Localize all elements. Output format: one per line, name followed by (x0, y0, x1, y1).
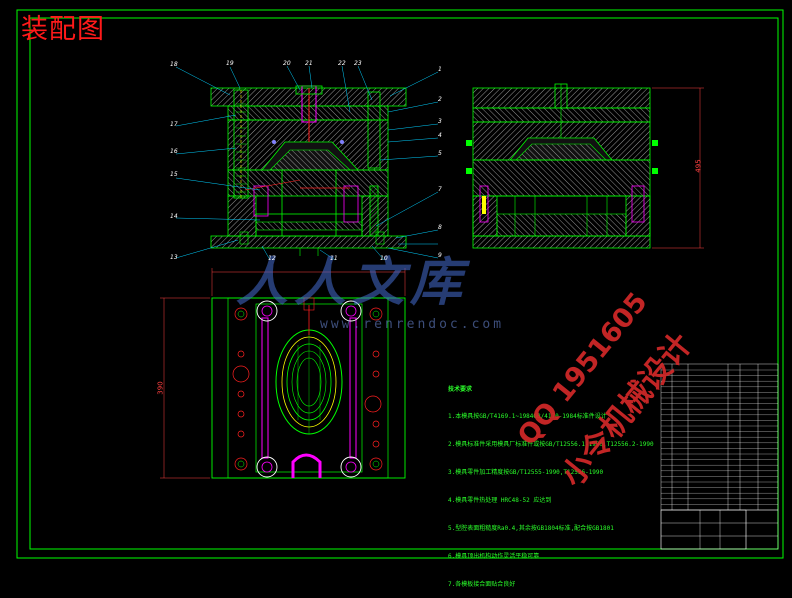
side-section-view (466, 83, 704, 249)
callout-4: 4 (438, 132, 442, 139)
front-section-view (210, 85, 407, 256)
callout-8: 8 (438, 224, 442, 231)
drawing-canvas: 装配图 人人文库 www.renrendoc.com 495 390 18 17… (16, 9, 784, 588)
parts-list (660, 363, 779, 511)
callout-17: 17 (170, 121, 178, 128)
parts-list-rows (661, 369, 778, 505)
watermark-site-logo: 人人文库 (236, 253, 469, 313)
requirement-line: 7.各模板接合面贴合良好 (448, 580, 516, 588)
callout-5: 5 (438, 150, 442, 157)
inner-frame (29, 17, 779, 550)
callout-16: 16 (170, 148, 178, 155)
callout-15: 15 (170, 171, 178, 178)
title-block (660, 509, 779, 550)
requirement-line: 3.模具零件加工精度按GB/T12555-1990,T12556-1990 (448, 469, 604, 477)
requirement-line: 1.本模具按GB/T4169.1~1984GB/4170-1984标准件设计 (448, 413, 607, 421)
callout-3: 3 (438, 118, 442, 125)
callout-18: 18 (170, 61, 178, 68)
callout-12: 12 (268, 255, 276, 262)
callout-9: 9 (438, 252, 442, 259)
drawing-title: 装配图 (21, 14, 105, 45)
dimension-height: 495 (694, 159, 703, 173)
watermark-url: www.renrendoc.com (320, 317, 505, 332)
plan-view (160, 268, 406, 479)
requirement-line: 6.模具顶出机构动作灵活平稳可靠 (448, 552, 540, 560)
requirements-title: 技术要求 (448, 385, 473, 393)
callout-11: 11 (330, 255, 338, 262)
callout-23: 23 (354, 60, 362, 67)
requirement-line: 5.型腔表面粗糙度Ra0.4,其余按GB1804标准,配合按GB1801 (448, 525, 614, 533)
requirement-line: 2.模具标准件采用模具厂标准件或按GB/T12556.1-1990,T12556… (448, 441, 654, 449)
callout-10: 10 (380, 255, 388, 262)
callout-7: 7 (438, 186, 442, 193)
callout-2: 2 (438, 96, 442, 103)
requirement-line: 4.模具零件热处理 HRC48-52 应达到 (448, 497, 552, 505)
callout-19: 19 (226, 60, 234, 67)
cad-drawing (16, 9, 784, 559)
callout-14: 14 (170, 213, 178, 220)
callout-21: 21 (305, 60, 313, 67)
callout-22: 22 (338, 60, 346, 67)
callout-1: 1 (438, 66, 442, 73)
leader-lines (175, 65, 439, 261)
callout-20: 20 (283, 60, 291, 67)
callout-13: 13 (170, 254, 178, 261)
outer-frame (16, 9, 784, 559)
dimension-width: 390 (156, 381, 165, 395)
